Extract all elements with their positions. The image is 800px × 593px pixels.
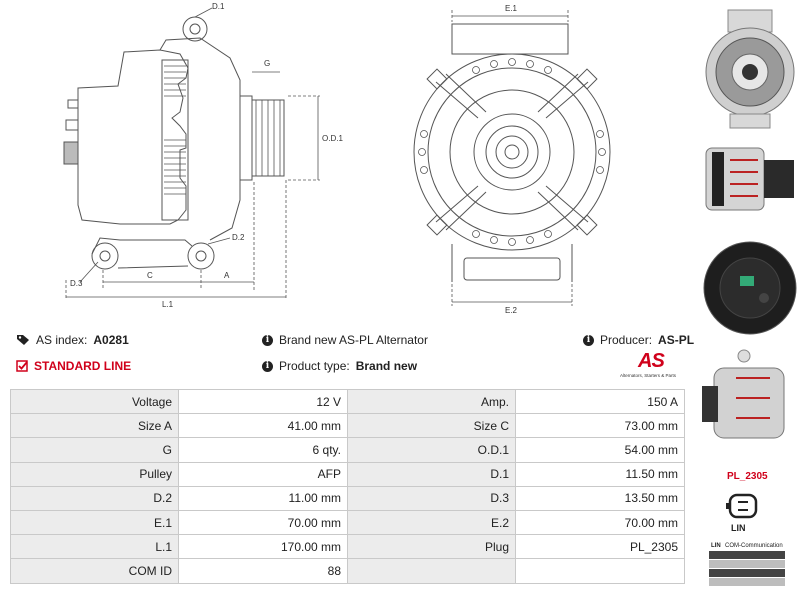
dimension-lines-front (451, 10, 573, 306)
front-view (413, 23, 611, 282)
label-d1: D.1 (212, 2, 225, 11)
spec-value: 54.00 mm (515, 437, 685, 463)
tag-icon (17, 335, 29, 345)
label-e2: E.2 (505, 306, 518, 315)
spec-value: 41.00 mm (178, 413, 348, 439)
spec-label: L.1 (10, 534, 179, 560)
spec-value: 88 (178, 558, 348, 584)
as-logo-mark: AS (638, 350, 665, 372)
product-type-label: Product type: (279, 359, 350, 373)
label-od1: O.D.1 (322, 134, 343, 143)
spec-label: Plug (347, 534, 516, 560)
spec-value: 6 qty. (178, 437, 348, 463)
pin-row-empty (709, 551, 785, 560)
product-photo-rear[interactable] (700, 232, 800, 342)
label-c: C (147, 271, 153, 280)
spec-value (515, 558, 685, 584)
label-d3: D.3 (70, 279, 83, 288)
product-desc: Brand new AS-PL Alternator (279, 333, 428, 347)
spec-value: 170.00 mm (178, 534, 348, 560)
pin-row-empty (709, 569, 785, 578)
spec-label (347, 558, 516, 584)
spec-label: Amp. (347, 388, 516, 415)
product-photo-angle[interactable] (700, 348, 800, 454)
product-photo-side[interactable] (700, 138, 800, 218)
label-d2: D.2 (232, 233, 245, 242)
dimension-lines-side (65, 7, 320, 300)
pin-table: LIN COM-Communication (709, 542, 785, 587)
info-icon: i (262, 360, 273, 372)
product-type-row: i Product type: Brand new (262, 359, 417, 373)
spec-value: AFP (178, 461, 348, 487)
producer-value: AS-PL (658, 333, 695, 347)
spec-value: PL_2305 (515, 534, 685, 560)
label-e1: E.1 (505, 4, 518, 13)
front-view-holes (418, 58, 606, 246)
spec-value: 13.50 mm (515, 485, 685, 511)
spec-value: 150 A (515, 388, 685, 415)
pin-row-empty (709, 560, 785, 569)
pin-desc: COM-Communication (725, 543, 783, 549)
as-logo-tagline: Alternators, Starters & Parts (620, 373, 677, 378)
spec-label: Size A (10, 413, 179, 439)
side-view (63, 16, 285, 270)
spec-value: 73.00 mm (515, 413, 685, 439)
spec-label: Pulley (10, 461, 179, 487)
plug-icon (726, 493, 758, 519)
spec-label: G (10, 437, 179, 463)
spec-value: 70.00 mm (515, 509, 685, 536)
pin-name: LIN (711, 543, 721, 549)
product-photo-front[interactable] (700, 6, 800, 130)
spec-label: D.1 (347, 461, 516, 487)
plug-pin-label: LIN (731, 523, 746, 533)
product-photos (700, 0, 800, 593)
as-index-value: A0281 (93, 333, 129, 347)
spec-value: 70.00 mm (178, 509, 348, 536)
spec-label: D.2 (10, 485, 179, 511)
info-icon: i (262, 334, 273, 346)
as-index-row: AS index: A0281 (16, 333, 129, 347)
as-logo: AS Alternators, Starters & Parts (620, 350, 688, 382)
check-square-icon (16, 360, 28, 372)
pin-row: LIN COM-Communication (709, 542, 785, 551)
product-desc-row: i Brand new AS-PL Alternator (262, 333, 428, 347)
spec-label: COM ID (10, 558, 179, 584)
standard-line-label: STANDARD LINE (34, 359, 132, 373)
spec-value: 11.50 mm (515, 461, 685, 487)
spec-label: E.1 (10, 509, 179, 536)
spec-label: O.D.1 (347, 437, 516, 463)
label-l1: L.1 (162, 300, 174, 309)
as-index-label: AS index: (36, 333, 88, 347)
info-icon: i (583, 334, 594, 346)
spec-label: E.2 (347, 509, 516, 536)
spec-label: Size C (347, 413, 516, 439)
plug-code: PL_2305 (727, 471, 768, 482)
producer-row: i Producer: AS-PL (583, 333, 694, 347)
spec-value: 12 V (178, 388, 348, 415)
product-type-value: Brand new (355, 359, 418, 373)
pin-row-empty (709, 578, 785, 587)
producer-label: Producer: (600, 333, 653, 347)
spec-label: Voltage (10, 388, 179, 415)
line-row: STANDARD LINE (16, 359, 131, 373)
technical-drawing: D.1 G O.D.1 D.2 D.3 C A L.1 E.1 E.2 (63, 2, 611, 315)
spec-value: 11.00 mm (178, 485, 348, 511)
label-g: G (264, 59, 270, 68)
label-a: A (224, 271, 230, 280)
spec-label: D.3 (347, 485, 516, 511)
